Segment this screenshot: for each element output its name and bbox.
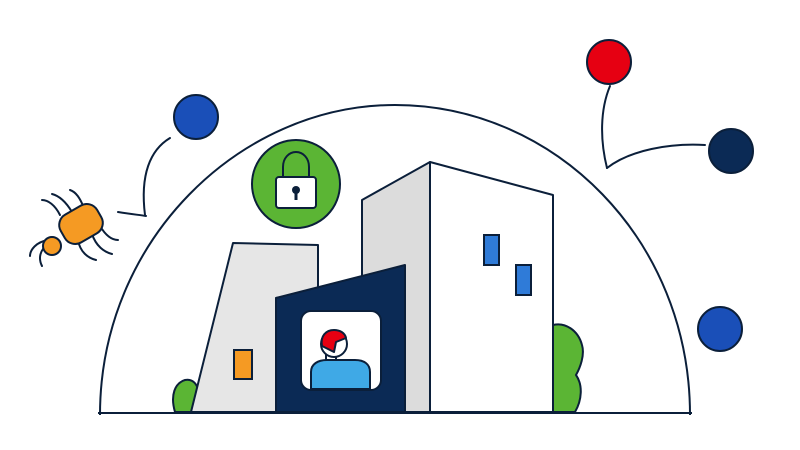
protective-dome	[99, 103, 691, 416]
person-window	[300, 310, 382, 391]
red-circle-top-right	[586, 39, 632, 85]
blue-circle-bottom-right	[697, 306, 743, 352]
blue-circle-top-left	[173, 94, 219, 140]
person-icon	[310, 329, 371, 390]
bush-right	[552, 323, 584, 413]
window-blue-upper	[483, 234, 500, 266]
navy-circle-right	[708, 128, 754, 174]
left-connector-arrow	[117, 137, 171, 217]
window-orange	[233, 349, 253, 380]
building-tall-right-face	[429, 161, 554, 413]
padlock-icon	[251, 139, 341, 229]
right-connector-arrow	[601, 85, 706, 169]
window-blue-lower	[515, 264, 532, 296]
bug-icon	[29, 189, 119, 267]
